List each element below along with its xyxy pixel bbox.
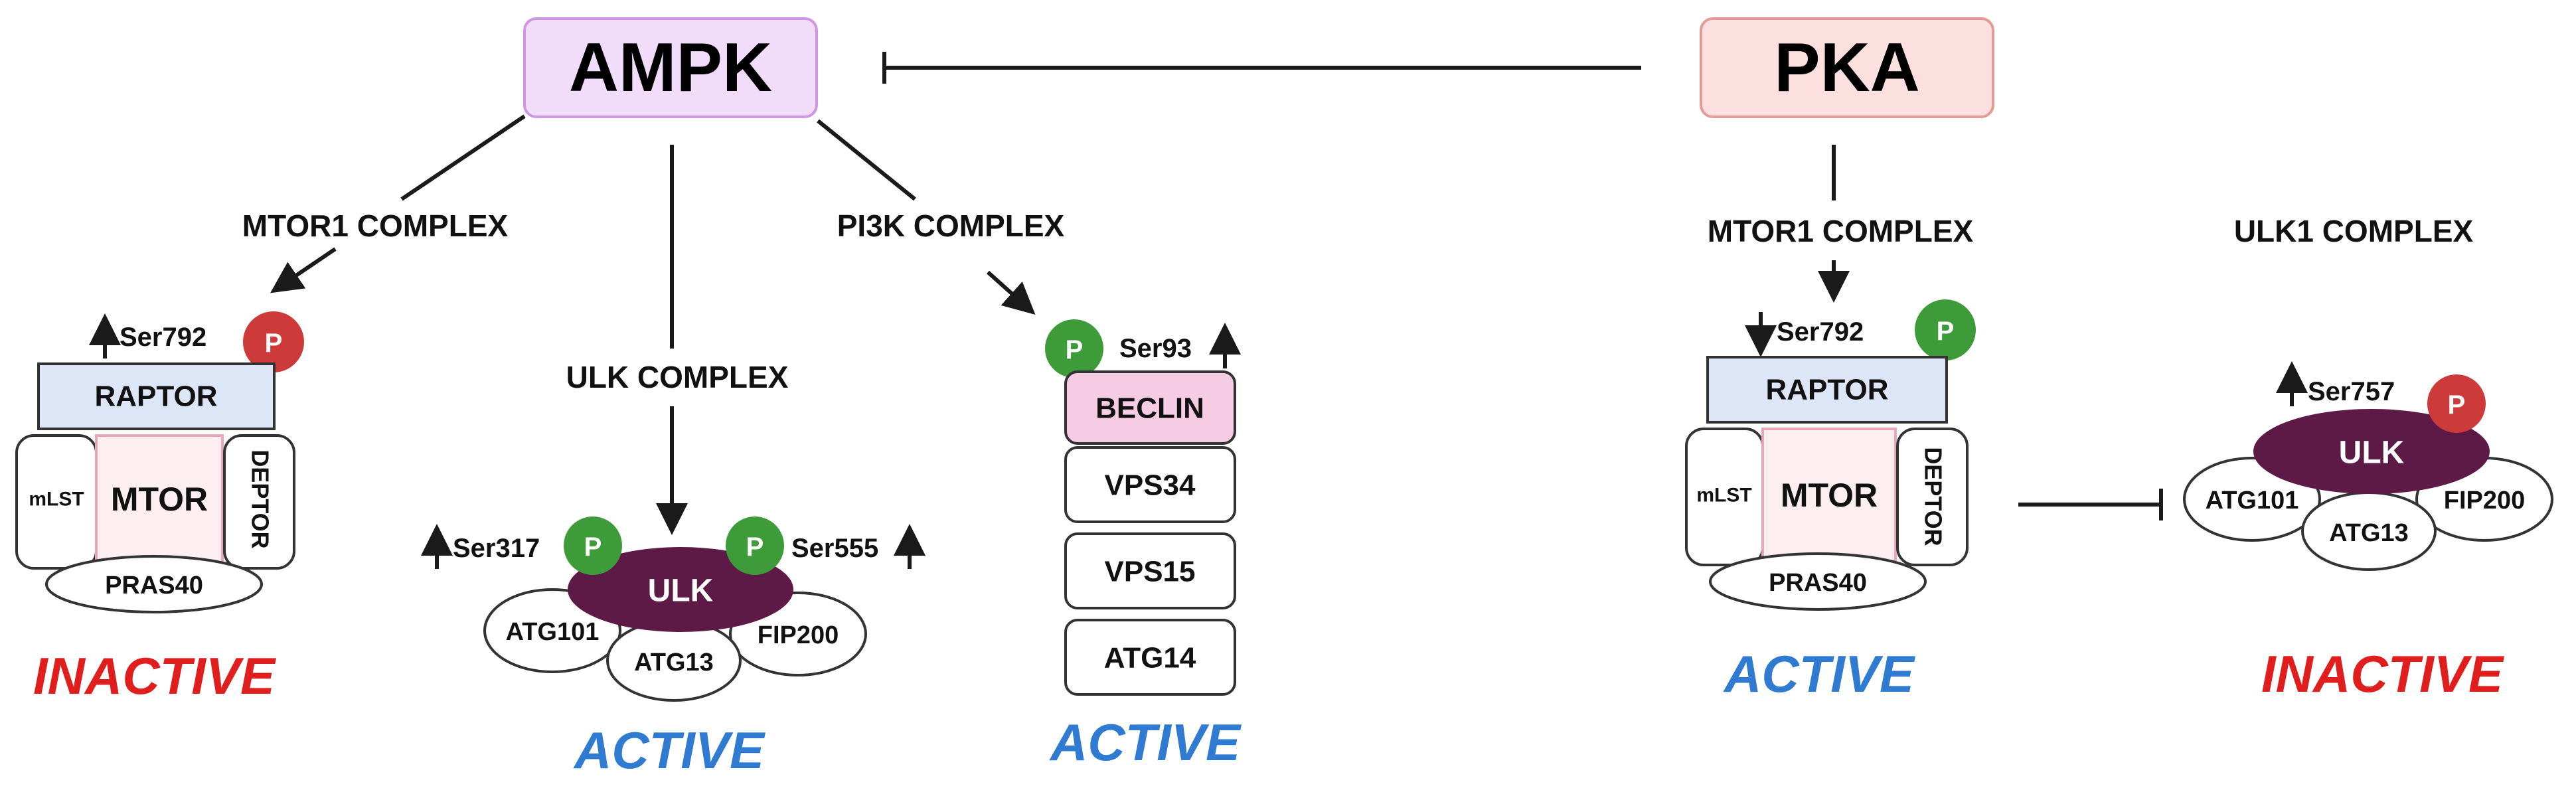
mtor1-complex-label-right: MTOR1 COMPLEX <box>1708 214 1974 248</box>
beclin-box <box>1064 370 1236 445</box>
mtor1-complex-label-left: MTOR1 COMPLEX <box>242 208 509 243</box>
pras40-label-left: PRAS40 <box>105 572 203 599</box>
deptor-label-right: DEPTOR <box>1920 447 1947 546</box>
state-active-pi3k: ACTIVE <box>1049 713 1242 771</box>
phospho-label-ser555: P <box>746 532 764 562</box>
atg13-label-right: ATG13 <box>2329 519 2409 547</box>
atg13-label-middle: ATG13 <box>634 649 714 676</box>
atg14-box <box>1064 619 1236 696</box>
phospho-badge-ser93 <box>1045 319 1103 378</box>
fip200-label-right: FIP200 <box>2444 487 2526 515</box>
phospho-label-left-mtor: P <box>265 329 283 358</box>
ser757-site: Ser757 <box>2308 377 2395 406</box>
state-active-right: ACTIVE <box>1723 645 1915 703</box>
ampk-box <box>524 19 817 117</box>
phospho-label-right-mtor: P <box>1937 317 1955 346</box>
phospho-badge-ser757 <box>2427 374 2486 433</box>
ser317-site: Ser317 <box>453 534 540 563</box>
edges <box>270 52 2163 535</box>
ulk1-complex-right: Ser757 ATG101 FIP200 ATG13 ULK P INACTIV… <box>2183 361 2553 703</box>
pi3k-complex: P Ser93 BECLIN VPS34 VPS15 ATG14 ACTIVE <box>1045 319 1242 771</box>
raptor-box-left <box>37 362 276 430</box>
phospho-label-ser93: P <box>1066 335 1084 364</box>
ulk-label-middle: ULK <box>648 574 714 609</box>
pras40-oval-right <box>1709 552 1927 611</box>
pka-label: PKA <box>1774 29 1920 106</box>
ampk-box-border <box>523 17 818 118</box>
ser792-site-right: Ser792 <box>1777 317 1864 347</box>
mtor-label-right: MTOR <box>1781 477 1878 514</box>
ampk-to-pi3k-edge-upper <box>817 119 916 201</box>
pras40-label-right: PRAS40 <box>1769 569 1867 597</box>
phospho-badge-left-mtor <box>243 311 304 372</box>
ampk-to-mtor1-edge-upper <box>400 114 526 201</box>
ulk-complex-middle: Ser317 ATG101 FIP200 ATG13 ULK P P Ser55… <box>421 516 926 779</box>
state-inactive-left: INACTIVE <box>33 647 276 705</box>
mlst-label-right: mLST <box>1696 485 1751 507</box>
ulk-complex-label: ULK COMPLEX <box>566 360 789 394</box>
vps34-label: VPS34 <box>1105 469 1196 502</box>
beclin-label: BECLIN <box>1095 392 1204 425</box>
pka-node: PKA <box>1700 17 1994 118</box>
raptor-box-right <box>1706 356 1948 424</box>
deptor-box-left <box>223 434 295 570</box>
mtor-label-left: MTOR <box>111 481 208 518</box>
vps34-box <box>1064 446 1236 523</box>
phospho-badge-right-mtor <box>1915 299 1976 360</box>
deptor-label-left: DEPTOR <box>247 449 274 548</box>
mtor1-complex-left: Ser792 P RAPTOR mLST MTOR DEPTOR PRAS40 … <box>15 311 304 705</box>
mtor1-complex-right: Ser792 P RAPTOR mLST MTOR DEPTOR PRAS40 … <box>1685 299 1976 703</box>
state-inactive-right: INACTIVE <box>2261 645 2504 703</box>
mlst-label-left: mLST <box>29 489 84 511</box>
ser93-site: Ser93 <box>1119 334 1192 363</box>
pka-box-border <box>1700 17 1994 118</box>
ampk-node: AMPK <box>523 17 818 118</box>
raptor-label-right: RAPTOR <box>1766 374 1889 406</box>
pka-box <box>1701 19 1993 117</box>
ampk-to-mtor1-edge-lower <box>270 247 337 293</box>
ser792-site-left: Ser792 <box>120 323 206 352</box>
mtor-box-left <box>95 434 224 570</box>
phospho-label-ser757: P <box>2448 390 2466 420</box>
pras40-oval-left <box>45 555 263 613</box>
deptor-box-right <box>1896 428 1969 566</box>
ulk-oval-right <box>2253 409 2490 494</box>
ampk-label: AMPK <box>569 29 772 106</box>
phospho-badge-ser555 <box>726 516 784 575</box>
phospho-badge-ser317 <box>564 516 622 575</box>
ampk-to-pi3k-edge-lower <box>986 270 1036 315</box>
pi3k-complex-label: PI3K COMPLEX <box>837 208 1065 243</box>
ulk1-complex-label: ULK1 COMPLEX <box>2234 214 2474 248</box>
atg14-label: ATG14 <box>1104 642 1196 675</box>
state-active-middle: ACTIVE <box>573 721 765 779</box>
ser555-site: Ser555 <box>791 534 878 563</box>
fip200-label-middle: FIP200 <box>758 621 839 649</box>
atg101-label-right: ATG101 <box>2206 487 2299 515</box>
phospho-label-ser317: P <box>584 532 602 562</box>
atg101-label-middle: ATG101 <box>506 618 600 646</box>
ulk-label-right: ULK <box>2339 436 2405 471</box>
mtor-box-right <box>1761 428 1897 566</box>
vps15-label: VPS15 <box>1105 556 1196 588</box>
raptor-label-left: RAPTOR <box>95 380 218 413</box>
vps15-box <box>1064 532 1236 609</box>
